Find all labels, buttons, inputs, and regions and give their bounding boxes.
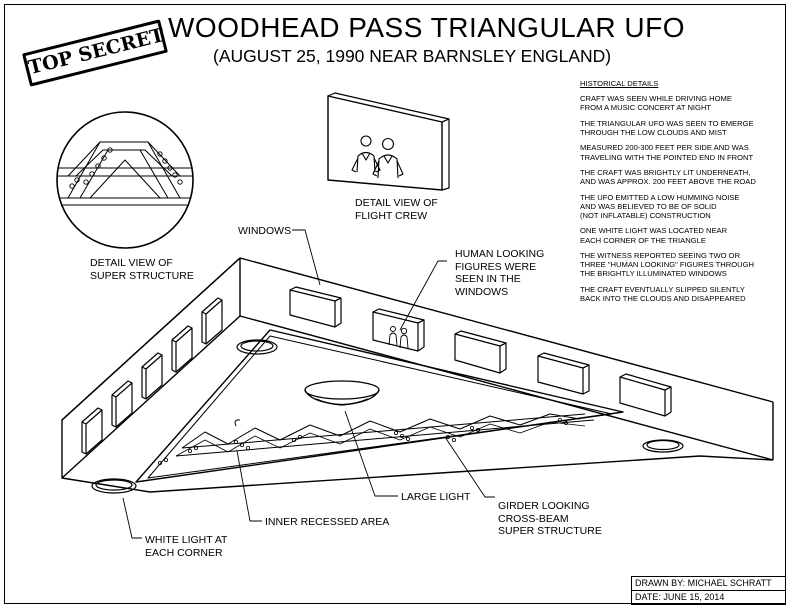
girder-rivets <box>157 417 569 465</box>
windows-label: WINDOWS <box>238 225 292 237</box>
leader-lines <box>122 229 495 539</box>
historical-item: CRAFT WAS SEEN WHILE DRIVING HOME FROM A… <box>580 94 732 113</box>
white-light-label-line: WHITE LIGHT AT <box>145 534 228 546</box>
white-light-label: WHITE LIGHT AT EACH CORNER <box>145 534 227 559</box>
page-title: WOODHEAD PASS TRIANGULAR UFO <box>168 12 686 43</box>
historical-item: THE UFO EMITTED A LOW HUMMING NOISE AND … <box>580 192 740 220</box>
historical-item: ONE WHITE LIGHT WAS LOCATED NEAR EACH CO… <box>580 226 728 245</box>
human-figures-label-line: WINDOWS <box>455 285 509 298</box>
title-block: DRAWN BY: MICHAEL SCHRATT DATE: JUNE 15,… <box>631 576 786 605</box>
historical-details: HISTORICAL DETAILS CRAFT WAS SEEN WHILE … <box>580 79 780 309</box>
super-structure-detail-circle <box>56 111 194 249</box>
detail-super-label: DETAIL VIEW OF SUPER STRUCTURE <box>90 257 194 282</box>
girder-label-line: GIRDER LOOKING <box>498 500 590 512</box>
historical-item: THE TRIANGULAR UFO WAS SEEN TO EMERGE TH… <box>580 118 754 137</box>
historical-item: THE CRAFT EVENTUALLY SLIPPED SILENTLY BA… <box>580 284 746 303</box>
human-figures-label: HUMAN LOOKING FIGURES WERE SEEN IN THE W… <box>455 248 544 298</box>
ufo-craft <box>61 257 774 493</box>
girder-label-line: CROSS-BEAM <box>498 512 569 525</box>
historical-item: THE CRAFT WAS BRIGHTLY LIT UNDERNEATH, A… <box>580 167 756 187</box>
drawn-by: DRAWN BY: MICHAEL SCHRATT <box>635 578 772 588</box>
white-light-label-line: EACH CORNER <box>145 546 223 559</box>
detail-crew-label-line: FLIGHT CREW <box>355 209 428 222</box>
detail-crew-label: DETAIL VIEW OF FLIGHT CREW <box>355 197 438 222</box>
girder-label: GIRDER LOOKING CROSS-BEAM SUPER STRUCTUR… <box>498 500 602 538</box>
historical-item: MEASURED 200-300 FEET PER SIDE AND WAS T… <box>580 143 754 162</box>
page-subtitle: (AUGUST 25, 1990 NEAR BARNSLEY ENGLAND) <box>213 46 612 66</box>
drawing-border <box>4 4 786 604</box>
drawing-date: DATE: JUNE 15, 2014 <box>632 590 785 604</box>
detail-crew-label-line: DETAIL VIEW OF <box>355 197 438 209</box>
inner-recessed-label: INNER RECESSED AREA <box>265 516 390 528</box>
large-light <box>304 380 380 406</box>
human-figures-label-line: SEEN IN THE <box>455 273 521 285</box>
human-figures-label-line: FIGURES WERE <box>455 260 537 273</box>
detail-super-label-line: DETAIL VIEW OF <box>90 257 173 269</box>
large-light-label: LARGE LIGHT <box>401 491 471 503</box>
historical-details-heading: HISTORICAL DETAILS <box>580 79 659 88</box>
human-figures-label-line: HUMAN LOOKING <box>455 248 545 260</box>
girder-label-line: SUPER STRUCTURE <box>498 525 602 537</box>
corner-lights <box>91 339 684 494</box>
window-figures <box>388 326 409 349</box>
craft-windows-left <box>81 297 223 455</box>
craft-windows <box>289 286 672 417</box>
historical-item: THE WITNESS REPORTED SEEING TWO OR THREE… <box>580 250 755 279</box>
flight-crew-detail-window <box>327 92 450 191</box>
detail-super-label-line: SUPER STRUCTURE <box>90 269 194 282</box>
